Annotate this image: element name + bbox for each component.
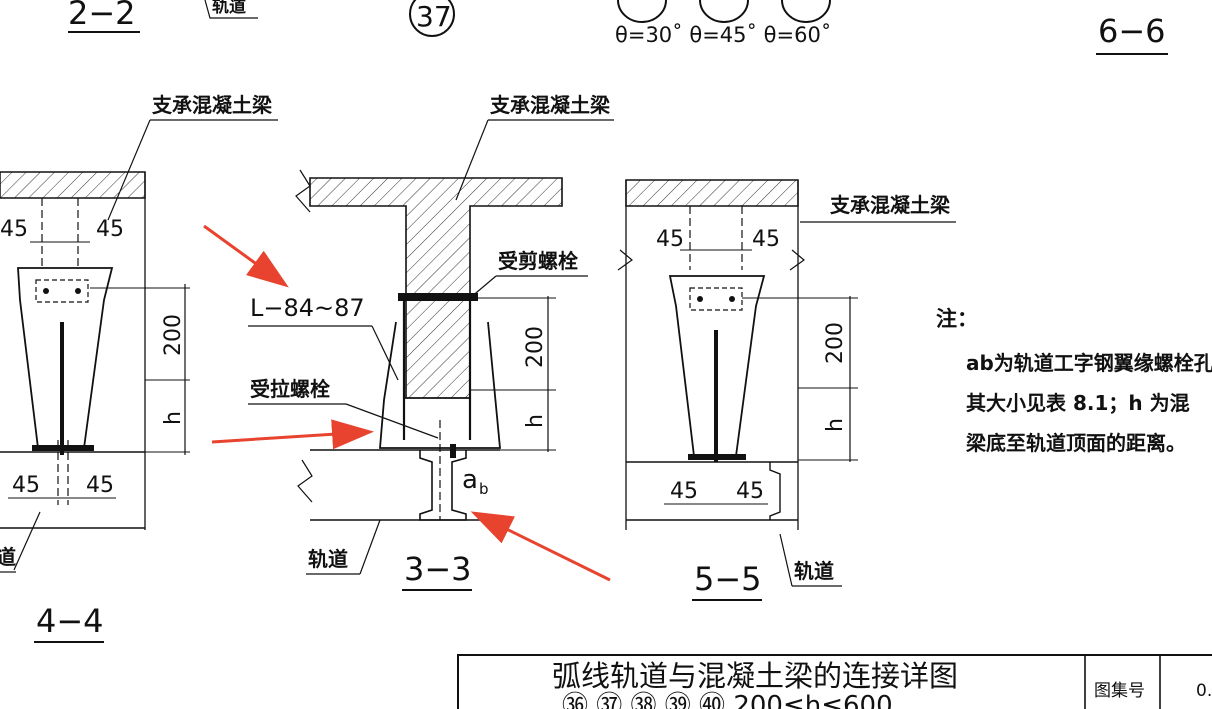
dim-45: 45 bbox=[86, 473, 114, 498]
section-label-6-6: 6−6 bbox=[1098, 12, 1166, 50]
dim-45: 45 bbox=[12, 473, 40, 498]
break-line bbox=[789, 249, 805, 271]
drawing-subtitle: ㊱ ㊲ ㊳ ㊴ ㊵ 200≤h≤600 bbox=[562, 691, 893, 709]
annotation-arrow bbox=[470, 511, 611, 582]
bolt bbox=[450, 444, 456, 458]
ab-subscript: b bbox=[479, 480, 489, 498]
dim-h: h bbox=[161, 411, 186, 425]
shear-bolt bbox=[398, 293, 478, 301]
dim-200: 200 bbox=[161, 314, 186, 356]
bolt bbox=[729, 296, 735, 302]
theta-values: θ=30˚ θ=45˚ θ=60˚ bbox=[615, 23, 831, 47]
leader-line bbox=[345, 403, 439, 439]
concrete-slab bbox=[0, 171, 146, 199]
angle-label: L−84~87 bbox=[250, 294, 365, 322]
notes-heading: 注： bbox=[936, 307, 978, 331]
dim-45: 45 bbox=[656, 227, 684, 252]
leader-line bbox=[107, 119, 151, 221]
title-block: 弧线轨道与混凝土梁的连接详图 ㊱ ㊲ ㊳ ㊴ ㊵ 200≤h≤600 图集号 0… bbox=[457, 654, 1212, 709]
concrete-slab bbox=[625, 179, 799, 207]
beam-label-4-4: 支承混凝土梁 bbox=[152, 93, 273, 117]
break-line bbox=[295, 169, 311, 213]
atlas-value: 0. bbox=[1196, 681, 1212, 701]
dim-45: 45 bbox=[0, 217, 28, 242]
detail-circle-partial bbox=[781, 0, 831, 23]
ab-label: a bbox=[462, 465, 478, 495]
base-plate bbox=[32, 445, 94, 451]
rail-label-5-5: 轨道 bbox=[794, 559, 834, 583]
detail-circle-partial bbox=[617, 0, 667, 23]
section-4-4: 支承混凝土梁 45 45 200 h 45 45 道 bbox=[0, 93, 278, 643]
annotation-arrow bbox=[211, 419, 374, 450]
leader-line bbox=[359, 519, 381, 575]
i-beam-section bbox=[419, 450, 467, 521]
leader-line bbox=[469, 275, 497, 299]
section-5-5: 支承混凝土梁 45 45 200 h 45 45 轨道 5−5 bbox=[617, 179, 956, 601]
dim-200: 200 bbox=[523, 326, 548, 368]
top-row: 2−2 轨道 37 θ=30˚ θ=45˚ θ=60˚ 6−6 bbox=[68, 0, 1168, 55]
notes-line-2: 其大小见表 8.1；h 为混 bbox=[966, 391, 1190, 415]
title-block-frame bbox=[457, 654, 1212, 709]
detail-circle-37-label: 37 bbox=[416, 0, 452, 33]
tension-bolt-label: 受拉螺栓 bbox=[250, 377, 330, 401]
dim-200: 200 bbox=[823, 322, 848, 364]
notes-line-3: 梁底至轨道顶面的距离。 bbox=[965, 431, 1186, 455]
rail-label-3-3: 轨道 bbox=[308, 547, 348, 571]
detail-circle-partial bbox=[699, 0, 749, 23]
bracket-plate bbox=[17, 267, 114, 449]
leader-line bbox=[13, 511, 41, 571]
dim-45: 45 bbox=[752, 227, 780, 252]
atlas-label: 图集号 bbox=[1094, 681, 1145, 701]
leader-line bbox=[371, 325, 399, 381]
i-beam-web bbox=[769, 462, 781, 520]
detail-circle-37 bbox=[409, 0, 455, 37]
dim-h: h bbox=[823, 418, 848, 432]
bolt-plate bbox=[689, 287, 743, 311]
dim-45: 45 bbox=[96, 217, 124, 242]
dim-45: 45 bbox=[736, 479, 764, 504]
shear-bolt-label: 受剪螺栓 bbox=[498, 249, 578, 273]
notes: 注： ab为轨道工字钢翼缘螺栓孔 其大小见表 8.1；h 为混 梁底至轨道顶面的… bbox=[936, 307, 1212, 455]
section-label-4-4: 4−4 bbox=[36, 602, 104, 640]
rail-label-4-4: 道 bbox=[0, 545, 16, 569]
section-label-2-2: 2−2 bbox=[68, 0, 136, 32]
beam-label-5-5: 支承混凝土梁 bbox=[830, 193, 951, 217]
notes-line-1: ab为轨道工字钢翼缘螺栓孔 bbox=[966, 351, 1212, 375]
leader-line bbox=[204, 0, 258, 19]
dim-45: 45 bbox=[670, 479, 698, 504]
base-plate bbox=[688, 454, 746, 460]
leader-line bbox=[779, 533, 793, 587]
beam-label-3-3: 支承混凝土梁 bbox=[490, 93, 611, 117]
angle-bracket bbox=[379, 321, 501, 449]
section-label-3-3: 3−3 bbox=[404, 550, 472, 588]
dim-h: h bbox=[523, 414, 548, 428]
bolt bbox=[697, 296, 703, 302]
bolt bbox=[75, 288, 81, 294]
bolt-plate bbox=[35, 279, 89, 303]
annotation-arrows bbox=[203, 224, 611, 582]
break-line bbox=[297, 459, 313, 503]
annotation-arrow bbox=[203, 224, 289, 288]
drawing-title: 弧线轨道与混凝土梁的连接详图 bbox=[552, 659, 958, 693]
break-line bbox=[617, 249, 633, 271]
section-3-3: 支承混凝土梁 受剪螺栓 L−84~87 受拉螺栓 a b bbox=[248, 93, 614, 591]
bolt bbox=[43, 288, 49, 294]
rail-top-label: 轨道 bbox=[212, 0, 246, 17]
section-label-5-5: 5−5 bbox=[694, 560, 762, 598]
